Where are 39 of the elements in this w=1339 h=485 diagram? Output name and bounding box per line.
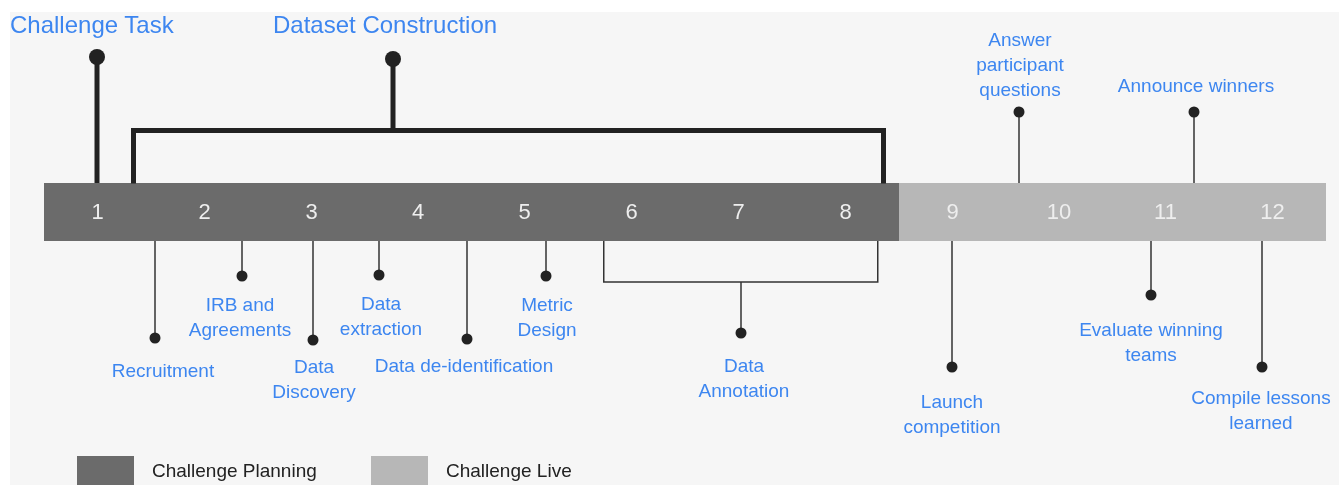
leader-line <box>89 49 105 183</box>
legend-label: Challenge Live <box>446 460 572 482</box>
timeline-segment: 1 <box>44 183 151 241</box>
leader-line <box>461 240 473 345</box>
leader-line <box>540 240 552 282</box>
leader-line <box>307 240 319 346</box>
timeline-segment: 8 <box>792 183 899 241</box>
event-label: Compile lessons learned <box>1183 367 1339 435</box>
leader-line <box>735 281 747 339</box>
leader-line <box>149 240 161 344</box>
heading-text: Challenge Task <box>10 11 200 57</box>
event-label: Answer participant questions <box>965 27 1075 112</box>
event-label: IRB and Agreements <box>178 276 302 342</box>
timeline-segment: 2 <box>151 183 258 241</box>
event-label: Data Discovery <box>259 340 369 404</box>
timeline-segment: 4 <box>365 183 471 241</box>
timeline-segment: 5 <box>471 183 578 241</box>
legend-label: Challenge Planning <box>152 460 317 482</box>
event-label: Evaluate winning teams <box>1076 295 1226 367</box>
leader-line <box>1256 240 1268 373</box>
leader-line <box>1188 106 1200 184</box>
leader-line <box>946 240 958 373</box>
leader-line <box>1145 240 1157 301</box>
leader-line <box>1013 106 1025 184</box>
timeline-segment: 3 <box>258 183 365 241</box>
leader-line <box>385 51 401 130</box>
bracket <box>603 241 879 283</box>
timeline-segment: 6 <box>578 183 685 241</box>
event-label: Announce winners <box>1096 73 1296 112</box>
event-label: Metric Design <box>502 276 592 342</box>
event-label: Launch competition <box>887 367 1017 439</box>
event-label: Data Annotation <box>684 333 804 403</box>
event-label: Data de-identification <box>369 339 559 378</box>
leader-line <box>236 240 248 282</box>
event-label: Data extraction <box>326 275 436 341</box>
timeline-segment: 7 <box>685 183 792 241</box>
heading-text: Dataset Construction <box>273 11 533 59</box>
bracket <box>130 127 886 183</box>
leader-line <box>373 240 385 281</box>
